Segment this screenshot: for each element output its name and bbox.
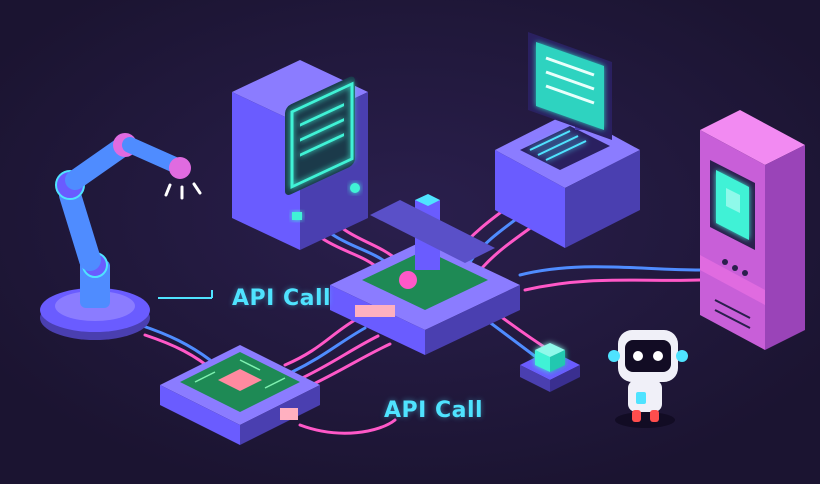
computer-terminal-icon <box>495 32 640 248</box>
hub-board-icon <box>330 194 520 355</box>
api-call-label: API Call <box>384 398 484 423</box>
circuit-chip-icon <box>160 345 320 445</box>
arcade-cabinet-icon <box>700 110 805 350</box>
server-tower-icon <box>232 60 368 250</box>
label-leader <box>158 290 213 299</box>
robot-mascot-icon <box>608 330 688 428</box>
api-call-label: API Call <box>232 286 332 311</box>
robot-arm-icon <box>40 133 202 340</box>
glowing-cube-icon <box>520 343 580 392</box>
